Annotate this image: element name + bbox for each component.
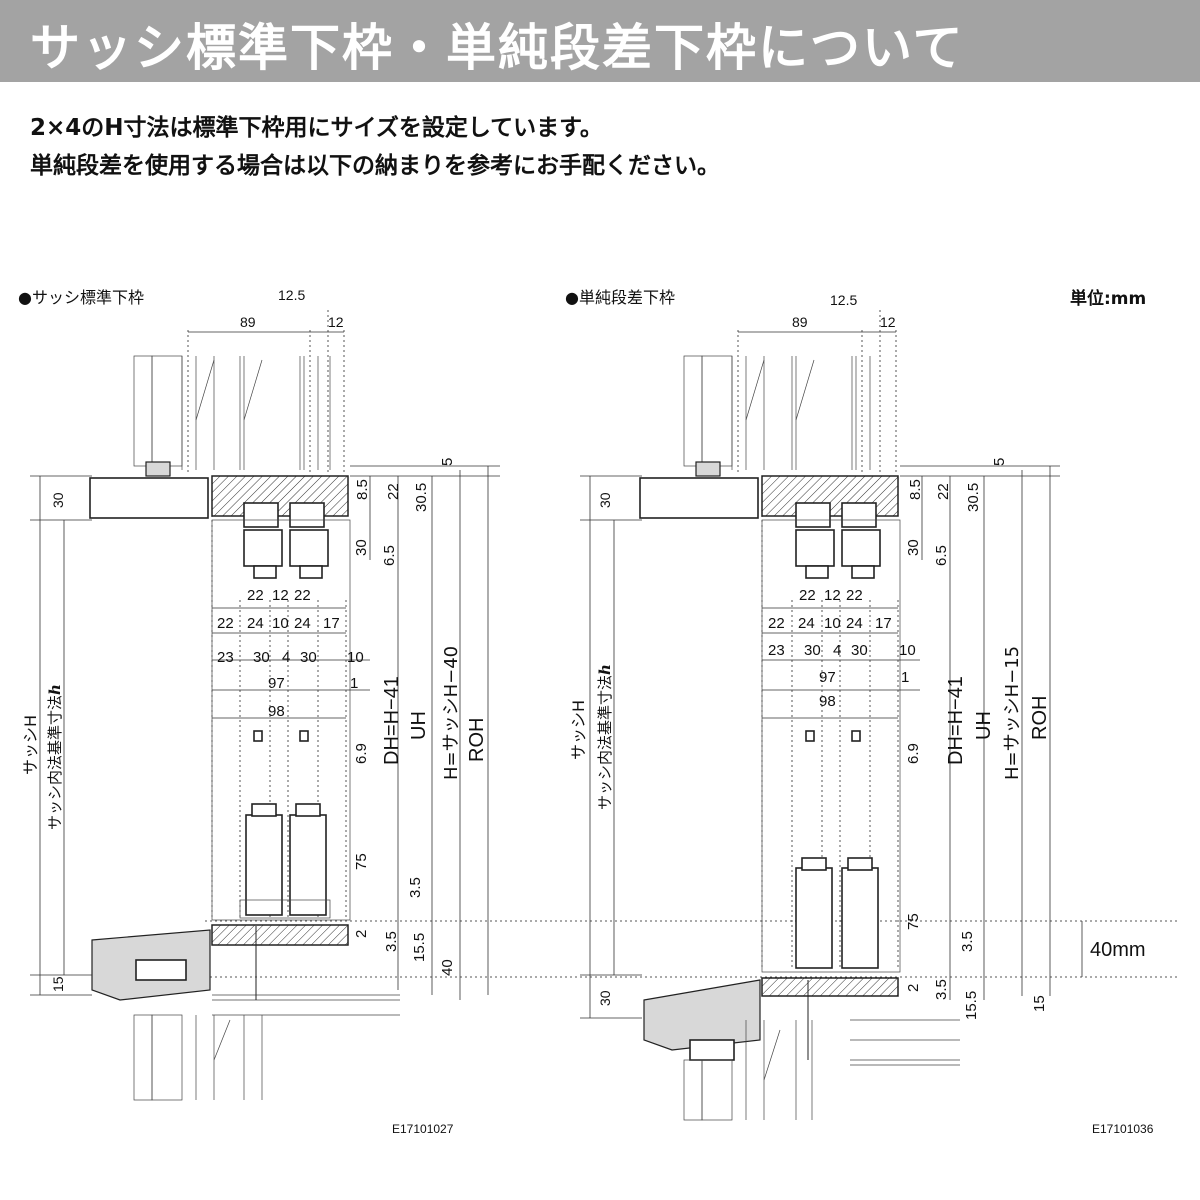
dim-row: 22 — [799, 587, 816, 604]
dim-12: 12 — [880, 314, 896, 330]
dim-right: 40 — [439, 959, 456, 976]
drawing-code: E17101036 — [1092, 1122, 1154, 1136]
dim-right: 2 — [353, 930, 370, 938]
dim-right: 15.5 — [963, 991, 980, 1020]
dim-row: 22 — [217, 615, 234, 632]
label-dh: DH=H−41 — [945, 676, 967, 765]
dim-row: 22 — [247, 587, 264, 604]
label-roh: ROH — [1029, 696, 1051, 740]
dim-right: 22 — [935, 483, 952, 500]
dim-left: 30 — [50, 492, 66, 508]
dim-row: 17 — [875, 615, 892, 632]
label-inner: サッシ内法基準寸法h — [596, 664, 614, 810]
label-sash-h: サッシH — [569, 700, 588, 760]
dim-right: 30.5 — [965, 483, 982, 512]
dim-row: 30 — [253, 649, 270, 666]
dim-row: 22 — [768, 615, 785, 632]
dim-row: 24 — [247, 615, 264, 632]
hanger-rollers — [795, 502, 881, 579]
dim-right: 3.5 — [959, 931, 976, 952]
dim-right: 6.5 — [381, 545, 398, 566]
dim-row: 23 — [768, 642, 785, 659]
intro-line-2: 単純段差を使用する場合は以下の納まりを参考にお手配ください。 — [30, 153, 720, 179]
dim-row: 24 — [798, 615, 815, 632]
label-h: H=サッシH−40 — [441, 646, 462, 780]
hanger-rollers — [243, 502, 329, 579]
label-h: H=サッシH−15 — [1002, 646, 1023, 780]
offset-label: 40mm — [1090, 939, 1146, 961]
dim-right: 6.9 — [353, 743, 370, 764]
dim-right: 15.5 — [411, 933, 428, 962]
dim-row: 23 — [217, 649, 234, 666]
dim-row: 24 — [846, 615, 863, 632]
diagram-title: ●単純段差下枠 — [565, 288, 675, 307]
dim-left: 30 — [597, 990, 613, 1006]
dim-row: 1 — [350, 675, 358, 692]
dim-row: 97 — [819, 669, 836, 686]
dim-right: 30 — [353, 539, 370, 556]
dim-row: 98 — [819, 693, 836, 710]
dim-row: 30 — [804, 642, 821, 659]
dim-right: 3.5 — [407, 877, 424, 898]
dim-row: 17 — [323, 615, 340, 632]
diagram-standard: ●サッシ標準下枠 E17101027 — [18, 287, 500, 1136]
dim-right: 8.5 — [354, 479, 371, 500]
dim-row: 1 — [901, 669, 909, 686]
dim-left: 15 — [50, 976, 66, 992]
label-sash-h: サッシH — [21, 715, 40, 775]
dim-right: 15 — [1031, 995, 1048, 1012]
dim-12: 12 — [328, 314, 344, 330]
dim-right: 3.5 — [933, 979, 950, 1000]
label-uh: UH — [973, 711, 995, 740]
dim-row: 12 — [824, 587, 841, 604]
dim-row: 10 — [824, 615, 841, 632]
dim-right: 75 — [905, 913, 922, 930]
label-dh: DH=H−41 — [381, 676, 403, 765]
door-panels — [795, 857, 879, 969]
dim-right: 6.5 — [933, 545, 950, 566]
page-title: サッシ標準下枠・単純段差下枠について — [30, 19, 965, 77]
dim-row: 10 — [899, 642, 916, 659]
label-roh: ROH — [466, 718, 488, 762]
diagram-title: ●サッシ標準下枠 — [18, 288, 144, 307]
dim-row: 97 — [268, 675, 285, 692]
dim-row: 10 — [347, 649, 364, 666]
dim-89: 89 — [240, 314, 256, 330]
intro-line-1: 2×4のH寸法は標準下枠用にサイズを設定しています。 — [30, 115, 603, 141]
title-banner: サッシ標準下枠・単純段差下枠について — [0, 0, 1200, 82]
dim-12-5: 12.5 — [278, 287, 305, 303]
unit-label: 単位:mm — [1070, 288, 1146, 309]
dim-row: 22 — [846, 587, 863, 604]
dim-right: 5 — [439, 458, 456, 466]
dim-89: 89 — [792, 314, 808, 330]
dim-12-5: 12.5 — [830, 292, 857, 308]
dim-row: 22 — [294, 587, 311, 604]
dim-right: 5 — [991, 458, 1008, 466]
dim-row: 30 — [300, 649, 317, 666]
dim-row: 4 — [833, 642, 841, 659]
label-uh: UH — [408, 711, 430, 740]
dim-row: 30 — [851, 642, 868, 659]
dim-right: 3.5 — [383, 931, 400, 952]
door-panels — [239, 803, 331, 919]
dim-left: 30 — [597, 492, 613, 508]
dim-row: 10 — [272, 615, 289, 632]
dim-row: 24 — [294, 615, 311, 632]
drawing-code: E17101027 — [392, 1122, 454, 1136]
dim-right: 6.9 — [905, 743, 922, 764]
dim-row: 4 — [282, 649, 290, 666]
diagram-step: ●単純段差下枠 E17101036 — [565, 288, 1154, 1136]
dim-right: 30.5 — [413, 483, 430, 512]
dim-right: 30 — [905, 539, 922, 556]
dim-right: 75 — [353, 853, 370, 870]
dim-right: 22 — [385, 483, 402, 500]
label-inner: サッシ内法基準寸法h — [46, 684, 64, 830]
dim-right: 2 — [905, 984, 922, 992]
dim-right: 8.5 — [907, 479, 924, 500]
dim-row: 12 — [272, 587, 289, 604]
dim-row: 98 — [268, 703, 285, 720]
